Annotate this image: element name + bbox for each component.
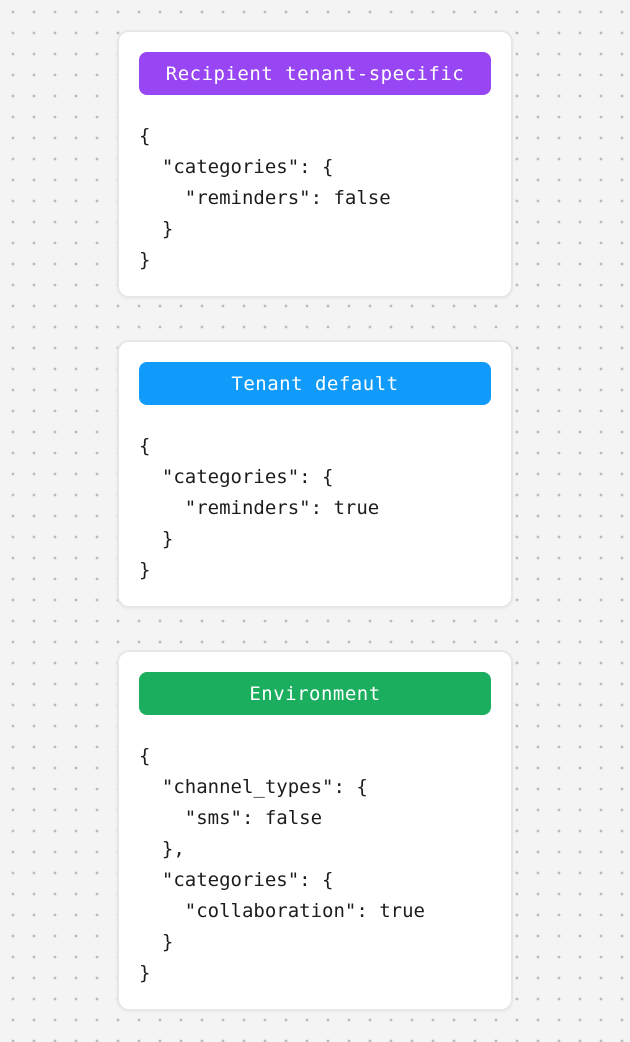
card-environment: Environment { "channel_types": { "sms": … xyxy=(117,650,513,1011)
card-tenant-default: Tenant default { "categories": { "remind… xyxy=(117,340,513,608)
json-code-environment: { "channel_types": { "sms": false }, "ca… xyxy=(139,745,425,984)
badge-environment: Environment xyxy=(139,672,491,715)
card-recipient-tenant-specific: Recipient tenant-specific { "categories"… xyxy=(117,30,513,298)
badge-recipient-tenant-specific: Recipient tenant-specific xyxy=(139,52,491,95)
json-code-tenant-default: { "categories": { "reminders": true } } xyxy=(139,435,380,581)
badge-tenant-default: Tenant default xyxy=(139,362,491,405)
json-code-recipient-tenant-specific: { "categories": { "reminders": false } } xyxy=(139,125,391,271)
